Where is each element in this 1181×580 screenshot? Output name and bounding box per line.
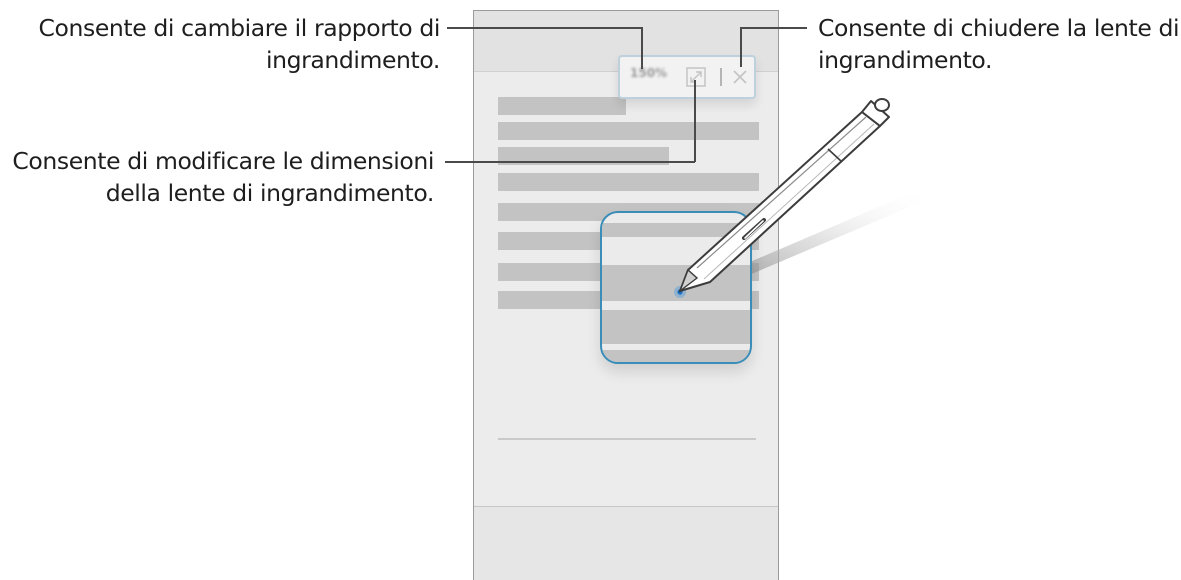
magnified-text-line xyxy=(602,265,750,301)
content-divider xyxy=(498,438,756,440)
callout-zoom-ratio-line2: ingrandimento. xyxy=(265,46,440,74)
leader-line-resize-v xyxy=(694,80,696,162)
callout-zoom-ratio-line1: Consente di cambiare il rapporto di xyxy=(38,14,441,42)
magnified-text-line xyxy=(602,350,750,362)
leader-line-zoom-v xyxy=(641,27,643,69)
callout-close-line1: Consente di chiudere la lente di xyxy=(818,14,1180,42)
callout-close-line2: ingrandimento. xyxy=(818,46,993,74)
callout-close: Consente di chiudere la lente di ingrand… xyxy=(818,12,1179,76)
callout-zoom-ratio: Consente di cambiare il rapporto di ingr… xyxy=(38,12,441,76)
callout-resize: Consente di modificare le dimensioni del… xyxy=(12,145,434,209)
toolbar-separator xyxy=(720,68,722,86)
leader-line-resize-h xyxy=(445,161,695,163)
leader-line-close-v xyxy=(740,27,742,67)
leader-line-close-h xyxy=(740,27,807,29)
text-placeholder xyxy=(498,147,669,165)
magnified-text-line xyxy=(602,223,750,237)
bottom-bar xyxy=(474,506,778,580)
zoom-ratio-button[interactable]: 150% xyxy=(630,66,668,80)
text-placeholder xyxy=(498,122,759,140)
callout-resize-line2: della lente di ingrandimento. xyxy=(105,179,435,207)
callout-resize-line1: Consente di modificare le dimensioni xyxy=(12,147,434,175)
text-placeholder xyxy=(498,173,759,191)
text-placeholder xyxy=(498,97,626,115)
close-icon[interactable] xyxy=(731,68,749,86)
magnified-text-line xyxy=(602,310,750,344)
resize-icon[interactable] xyxy=(686,67,706,87)
leader-line-zoom-h xyxy=(447,27,642,29)
